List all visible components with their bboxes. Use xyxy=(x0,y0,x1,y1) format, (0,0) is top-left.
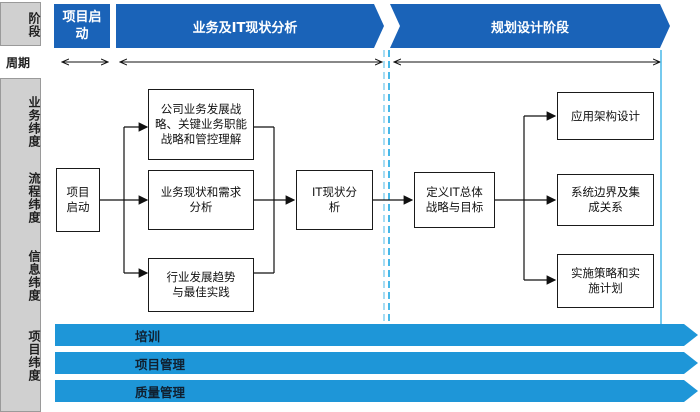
stage-label-cell xyxy=(0,2,41,46)
phase-analysis-label: 业务及IT现状分析 xyxy=(192,20,298,36)
band-pm-shape xyxy=(55,352,698,374)
business-dimension-label: 业务纬度 xyxy=(27,96,41,148)
box-sys-boundary: 系统边界及集成关系 xyxy=(557,174,654,226)
band-pm-label: 项目管理 xyxy=(135,356,186,372)
box-industry-trends: 行业发展趋势与最佳实践 xyxy=(148,258,254,312)
stage-label: 阶段 xyxy=(27,12,41,38)
box-project-start: 项目启动 xyxy=(56,168,100,232)
phase-planning-label: 规划设计阶段 xyxy=(490,20,569,36)
box-it-goals: 定义IT总体战略与目标 xyxy=(414,172,495,228)
band-qa-label: 质量管理 xyxy=(135,384,186,400)
box-app-arch: 应用架构设计 xyxy=(557,92,654,140)
box-business-strategy: 公司业务发展战略、关键业务职能战略和管控理解 xyxy=(148,89,254,160)
info-dimension-label: 信息纬度 xyxy=(27,250,41,302)
dimensions-column xyxy=(0,78,41,412)
project-dimension-label: 项目纬度 xyxy=(27,330,41,382)
phase-analysis-shape xyxy=(116,4,384,48)
band-training-label: 培训 xyxy=(135,328,161,344)
box-business-current: 业务现状和需求分析 xyxy=(148,170,254,230)
process-dimension-label: 流程纬度 xyxy=(27,172,41,224)
phase-planning-shape xyxy=(390,4,670,48)
box-impl-plan: 实施策略和实施计划 xyxy=(557,254,654,308)
band-qa-shape xyxy=(55,380,698,402)
phase-kickoff-shape xyxy=(54,4,110,48)
period-label: 周期 xyxy=(6,56,31,70)
box-it-current: IT现状分析 xyxy=(296,170,373,230)
phase-kickoff-label: 项目启动 xyxy=(62,10,102,42)
band-training-shape xyxy=(55,324,698,346)
